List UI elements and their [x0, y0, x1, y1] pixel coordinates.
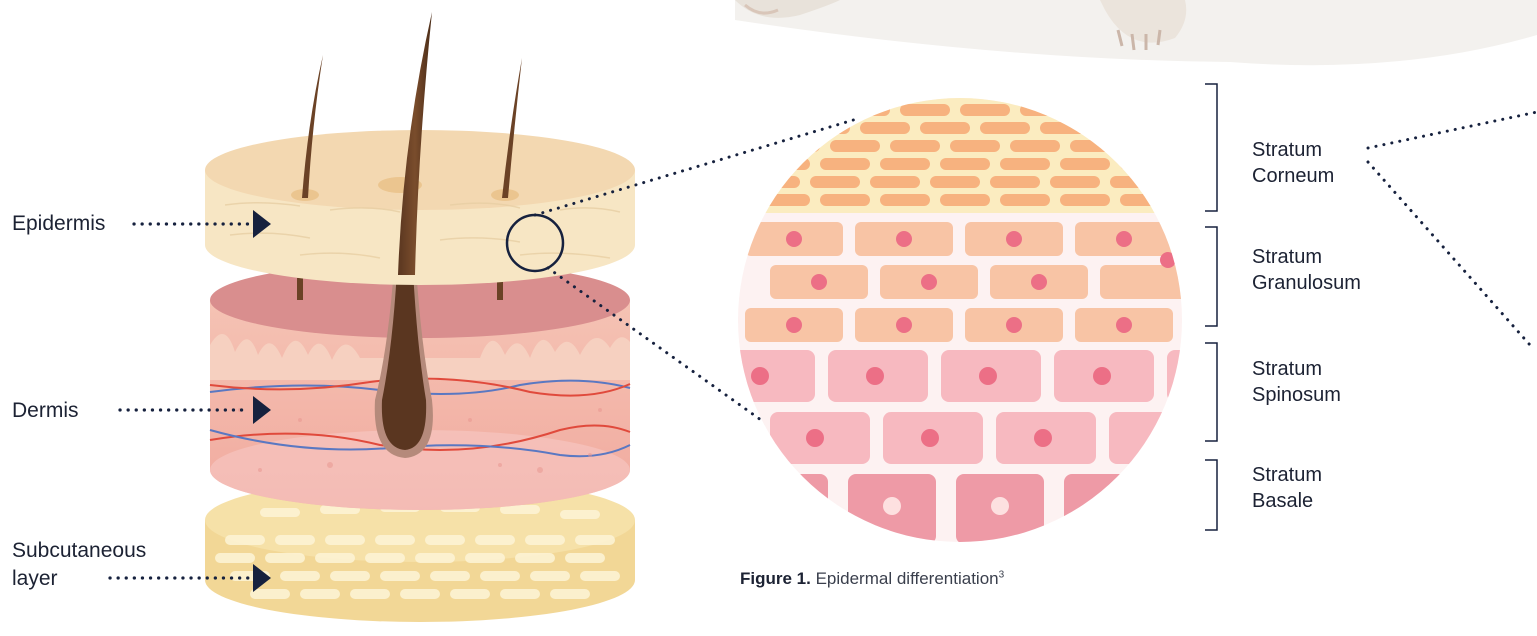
label-stratum-corneum: Stratum Corneum — [1252, 137, 1334, 189]
stratum-basale-line2: Basale — [1252, 488, 1322, 514]
stratum-granulosum-line1: Stratum — [1252, 244, 1361, 270]
caption-prefix: Figure 1. — [740, 569, 811, 588]
strata-brackets — [1205, 84, 1217, 530]
epidermis-zoom-circle — [715, 95, 1267, 545]
stratum-corneum-line2: Corneum — [1252, 163, 1334, 189]
stratum-granulosum-line2: Granulosum — [1252, 270, 1361, 296]
dog-paws-photo — [735, 0, 1537, 65]
stratum-spinosum-line1: Stratum — [1252, 356, 1341, 382]
label-epidermis: Epidermis — [12, 211, 105, 237]
stratum-corneum-zone — [735, 95, 1185, 213]
label-subcutaneous-line1: Subcutaneous — [12, 538, 146, 564]
stratum-corneum-line1: Stratum — [1252, 137, 1334, 163]
label-stratum-spinosum: Stratum Spinosum — [1252, 356, 1341, 408]
label-stratum-basale: Stratum Basale — [1252, 462, 1322, 514]
stratum-spinosum-line2: Spinosum — [1252, 382, 1341, 408]
label-stratum-granulosum: Stratum Granulosum — [1252, 244, 1361, 296]
stratum-granulosum-zone — [745, 222, 1198, 342]
label-subcutaneous-line2: layer — [12, 566, 58, 592]
label-dermis: Dermis — [12, 398, 79, 424]
caption-text: Epidermal differentiation — [811, 569, 999, 588]
caption-superscript: 3 — [999, 569, 1005, 580]
dermis-disc — [210, 250, 630, 510]
figure-caption: Figure 1. Epidermal differentiation3 — [740, 569, 1004, 589]
stratum-basale-line1: Stratum — [1252, 462, 1322, 488]
